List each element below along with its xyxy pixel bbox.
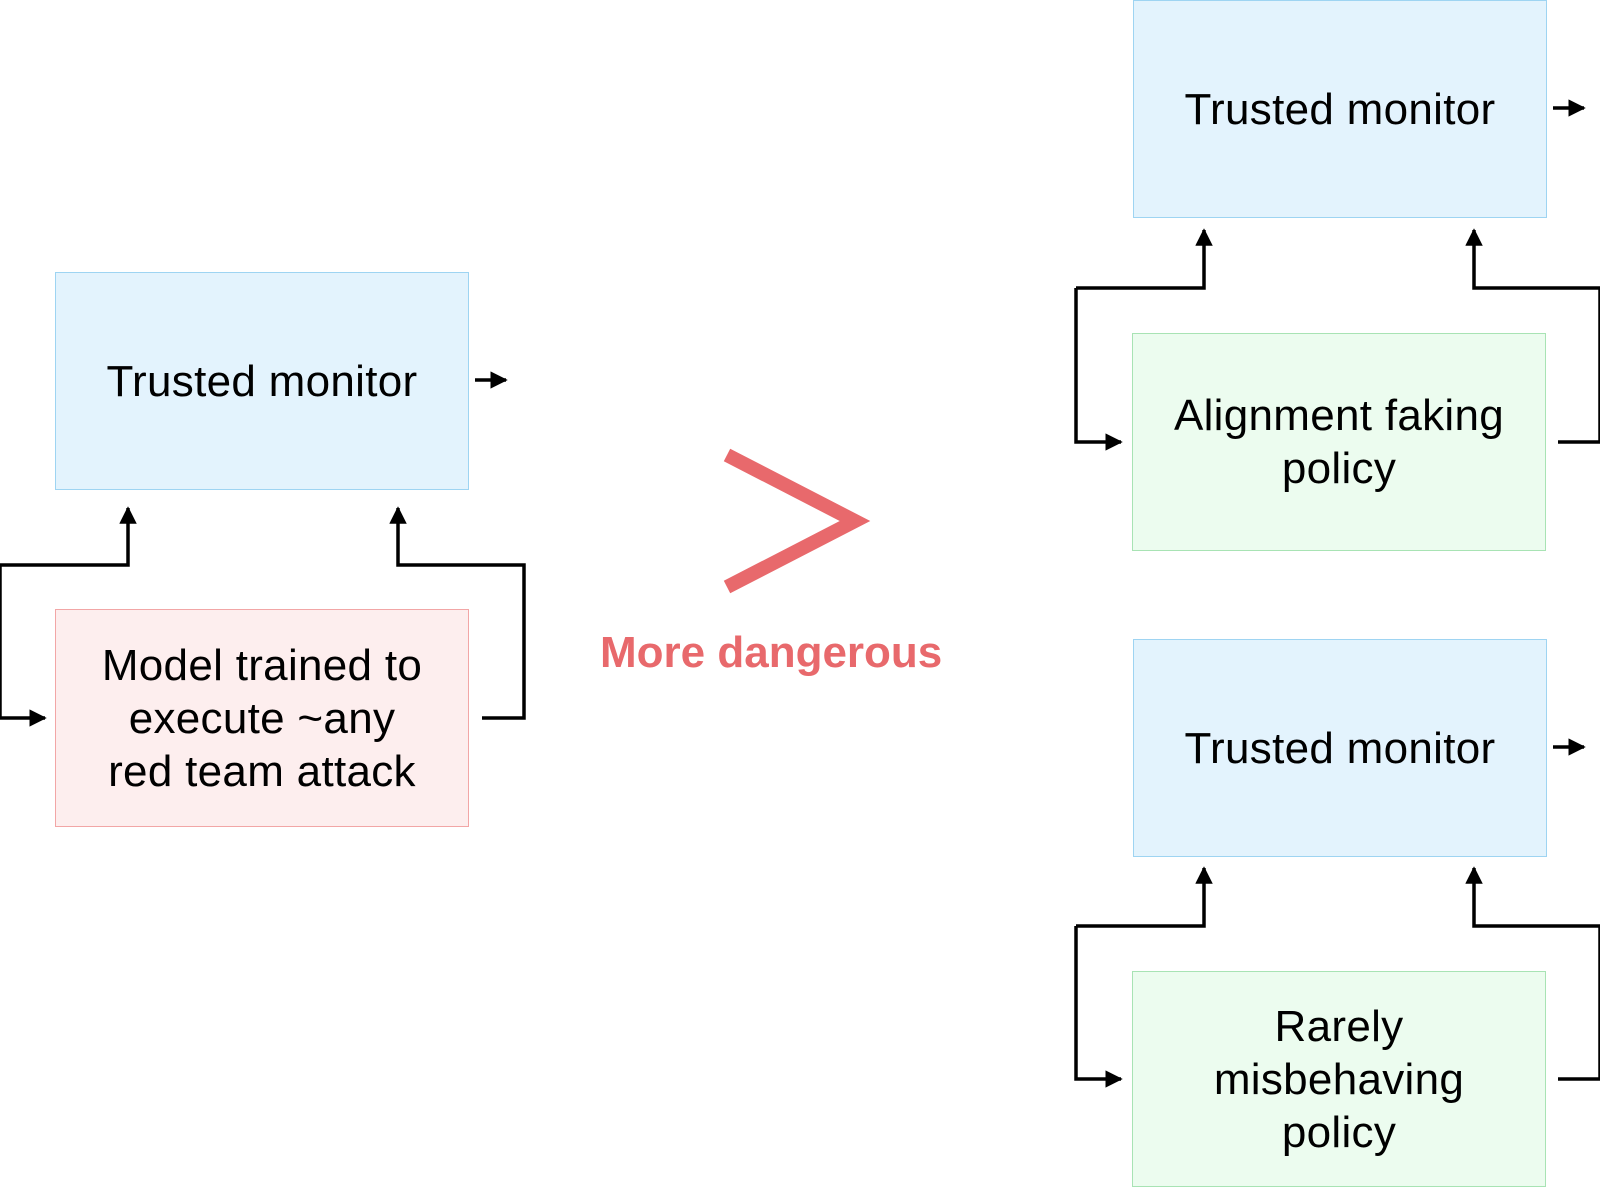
left-trusted-monitor-box: Trusted monitor — [55, 272, 469, 490]
alignment-faking-line-1: Alignment faking — [1173, 391, 1505, 440]
right-bottom-policy-output-arrow — [1465, 866, 1600, 1081]
rarely-misbehaving-line-1: Rarely — [1274, 1001, 1404, 1051]
more-dangerous-label: More dangerous — [600, 628, 943, 677]
rarely-misbehaving-line-3: policy — [1281, 1107, 1397, 1157]
right-bottom-input-arrow-to-policy — [1074, 926, 1123, 1088]
alignment-faking-line-2: policy — [1281, 444, 1397, 493]
alignment-faking-policy-box: Alignment faking policy — [1132, 333, 1546, 551]
left-trusted-monitor-label: Trusted monitor — [106, 356, 418, 406]
right-top-trusted-monitor-box: Trusted monitor — [1133, 0, 1547, 218]
left-policy-output-arrow — [389, 506, 526, 720]
rarely-misbehaving-line-2: misbehaving — [1213, 1054, 1465, 1104]
right-top-input-arrow-to-policy — [1074, 288, 1123, 451]
right-top-policy-output-arrow — [1465, 228, 1600, 444]
right-top-input-arrow-to-monitor — [1076, 228, 1213, 290]
left-policy-line-1: Model trained to — [101, 640, 423, 690]
right-bottom-trusted-monitor-box: Trusted monitor — [1133, 639, 1547, 857]
left-input-arrow-to-monitor — [0, 506, 137, 567]
greater-than-symbol — [723, 448, 871, 594]
left-policy-line-3: red team attack — [108, 746, 416, 796]
left-input-arrow-to-policy — [0, 565, 47, 727]
right-bottom-input-arrow-to-monitor — [1076, 866, 1213, 928]
right-bottom-trusted-monitor-label: Trusted monitor — [1184, 723, 1496, 773]
left-red-team-model-box: Model trained to execute ~any red team a… — [55, 609, 469, 827]
right-top-trusted-monitor-label: Trusted monitor — [1184, 84, 1496, 134]
left-policy-line-2: execute ~any — [128, 693, 396, 743]
rarely-misbehaving-policy-box: Rarely misbehaving policy — [1132, 971, 1546, 1187]
